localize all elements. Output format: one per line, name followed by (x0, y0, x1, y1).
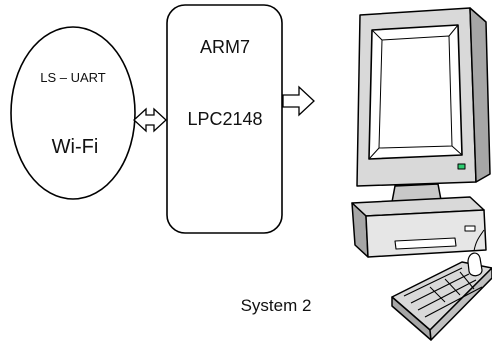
controller-node: ARM7 LPC2148 (166, 4, 283, 234)
wifi-module-label: Wi-Fi (52, 136, 99, 158)
desktop-computer-icon (351, 7, 492, 341)
wifi-module-circle (10, 26, 136, 200)
controller-title: ARM7 (200, 37, 250, 57)
wifi-module-node: LS – UART Wi-Fi (10, 26, 136, 200)
controller-box (166, 4, 283, 234)
controller-label: LPC2148 (187, 109, 262, 129)
bidirectional-arrow (133, 107, 167, 133)
wifi-module-title: LS – UART (40, 70, 106, 85)
output-arrow (282, 85, 315, 117)
computer-caption: System 2 (241, 296, 312, 315)
